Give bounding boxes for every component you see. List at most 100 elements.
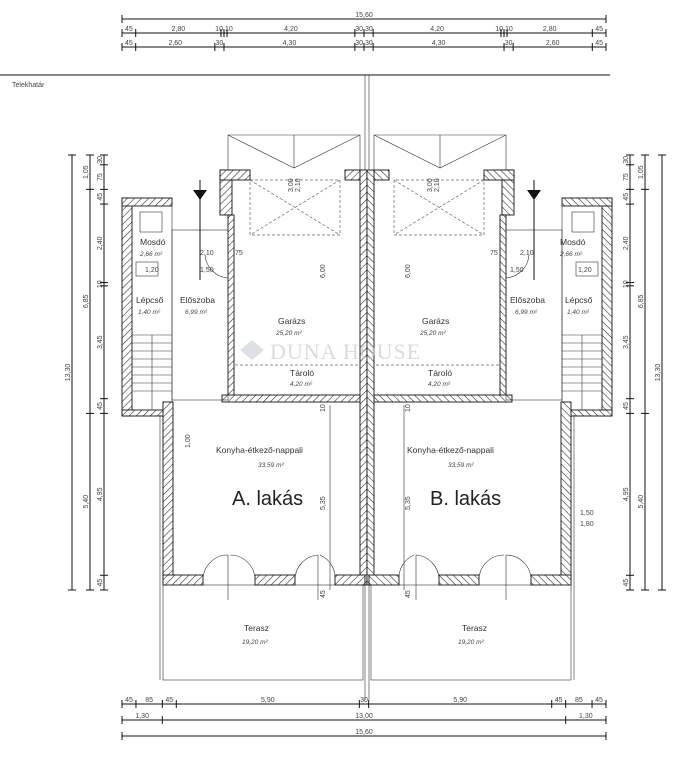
svg-text:3,00: 3,00 bbox=[288, 178, 295, 192]
dimension-label: 13,30 bbox=[655, 364, 662, 382]
dimension-label: 13,00 bbox=[355, 713, 373, 720]
svg-text:2,10: 2,10 bbox=[434, 178, 441, 192]
dimension-label: 4,20 bbox=[430, 26, 444, 33]
unit-b-labels: Mosdó 2,66 m² Lépcső 1,40 m² Előszoba 6,… bbox=[407, 237, 593, 646]
dimension-label: 75 bbox=[623, 173, 630, 181]
svg-text:45: 45 bbox=[320, 590, 327, 598]
dimension-label: 45 bbox=[97, 193, 104, 201]
svg-text:75: 75 bbox=[490, 250, 498, 257]
unit-title: B. lakás bbox=[430, 488, 501, 510]
dimension-label: 5,90 bbox=[453, 697, 467, 704]
room-area: 33,59 m² bbox=[448, 462, 474, 469]
dimension-label: 2,40 bbox=[623, 236, 630, 250]
dimension-label: 75 bbox=[97, 173, 104, 181]
svg-text:1,20: 1,20 bbox=[145, 267, 159, 274]
dimension-label: 45 bbox=[555, 697, 563, 704]
svg-text:6,00: 6,00 bbox=[405, 264, 412, 278]
dimension-label: 15,60 bbox=[355, 729, 373, 736]
room-area: 19,20 m² bbox=[458, 639, 484, 646]
dimension-label: 30 bbox=[355, 26, 363, 33]
dimension-label: 45 bbox=[97, 579, 104, 587]
dimension-label: 4,95 bbox=[623, 487, 630, 501]
room-name: Terasz bbox=[462, 623, 487, 633]
dimension-label: 10 bbox=[215, 26, 223, 33]
room-name: Garázs bbox=[422, 316, 449, 326]
dimension-label: 4,30 bbox=[432, 40, 446, 47]
svg-text:DUNA HOUSE: DUNA HOUSE bbox=[270, 339, 421, 364]
dimension-label: 15,60 bbox=[355, 12, 373, 19]
dimension-label: 6,85 bbox=[638, 294, 645, 308]
svg-text:5,35: 5,35 bbox=[405, 496, 412, 510]
dimension-label: 85 bbox=[145, 697, 153, 704]
dimension-label: 45 bbox=[125, 40, 133, 47]
svg-text:10: 10 bbox=[405, 404, 412, 412]
dimension-label: 4,30 bbox=[283, 40, 297, 47]
svg-text:1,20: 1,20 bbox=[578, 267, 592, 274]
svg-text:5,35: 5,35 bbox=[320, 496, 327, 510]
dimension-label: 1,05 bbox=[83, 165, 90, 179]
dimension-label: 4,20 bbox=[284, 26, 298, 33]
dimension-label: 30 bbox=[505, 40, 513, 47]
dimension-label: 30 bbox=[355, 40, 363, 47]
dimension-label: 45 bbox=[623, 193, 630, 201]
dimension-label: 30 bbox=[97, 156, 104, 164]
dimension-label: 30 bbox=[623, 156, 630, 164]
room-area: 4,20 m² bbox=[290, 381, 313, 388]
room-name: Mosdó bbox=[560, 237, 586, 247]
dimension-label: 2,80 bbox=[172, 26, 186, 33]
svg-text:1,80: 1,80 bbox=[580, 521, 594, 528]
dimension-label: 10 bbox=[225, 26, 233, 33]
room-area: 1,40 m² bbox=[138, 309, 161, 316]
room-area: 19,20 m² bbox=[242, 639, 268, 646]
svg-text:1,50: 1,50 bbox=[510, 267, 524, 274]
dimension-label: 1,30 bbox=[579, 713, 593, 720]
unit-a-labels: Mosdó 2,66 m² Lépcső 1,40 m² Előszoba 6,… bbox=[136, 237, 314, 646]
dimension-label: 13,30 bbox=[65, 364, 72, 382]
dimension-label: 45 bbox=[623, 402, 630, 410]
dimension-label: 10 bbox=[97, 280, 104, 288]
dimension-label: 2,80 bbox=[543, 26, 557, 33]
dimension-label: 10 bbox=[623, 280, 630, 288]
dimension-label: 4,95 bbox=[97, 487, 104, 501]
unit-title: A. lakás bbox=[232, 488, 303, 510]
dimension-label: 45 bbox=[595, 26, 603, 33]
svg-text:75: 75 bbox=[235, 250, 243, 257]
room-name: Tároló bbox=[428, 368, 452, 378]
interior-dimensions: 6,00 6,00 5,35 5,35 3,00 2,10 3,00 2,10 … bbox=[145, 178, 594, 598]
room-area: 4,20 m² bbox=[428, 381, 451, 388]
dimension-label: 45 bbox=[97, 402, 104, 410]
dimension-label: 30 bbox=[365, 40, 373, 47]
svg-text:2,10: 2,10 bbox=[295, 178, 302, 192]
dimension-label: 30 bbox=[216, 40, 224, 47]
room-name: Előszoba bbox=[180, 295, 215, 305]
room-area: 6,99 m² bbox=[515, 309, 538, 316]
dimension-label: 3,45 bbox=[97, 335, 104, 349]
room-area: 2,66 m² bbox=[559, 251, 583, 258]
dimension-label: 45 bbox=[125, 26, 133, 33]
unit-a-walls bbox=[121, 134, 368, 681]
dimension-label: 45 bbox=[595, 40, 603, 47]
room-area: 25,20 m² bbox=[419, 330, 446, 337]
dimension-label: 45 bbox=[165, 697, 173, 704]
room-area: 25,20 m² bbox=[275, 330, 302, 337]
room-area: 33,59 m² bbox=[258, 462, 284, 469]
svg-text:45: 45 bbox=[405, 590, 412, 598]
unit-b-walls bbox=[366, 134, 613, 681]
svg-text:1,50: 1,50 bbox=[580, 510, 594, 517]
dimension-label: 2,40 bbox=[97, 236, 104, 250]
svg-text:3,00: 3,00 bbox=[427, 178, 434, 192]
room-name: Előszoba bbox=[510, 295, 545, 305]
dimension-label: 85 bbox=[575, 697, 583, 704]
dimension-label: 45 bbox=[595, 697, 603, 704]
dimension-label: 3,45 bbox=[623, 335, 630, 349]
svg-text:1,00: 1,00 bbox=[185, 434, 192, 448]
svg-text:6,00: 6,00 bbox=[320, 264, 327, 278]
dimension-label: 5,40 bbox=[638, 495, 645, 509]
room-name: Lépcső bbox=[136, 295, 164, 305]
room-name: Tároló bbox=[290, 368, 314, 378]
room-name: Mosdó bbox=[140, 237, 166, 247]
room-name: Konyha-étkező-nappali bbox=[407, 445, 494, 455]
room-area: 2,66 m² bbox=[139, 251, 163, 258]
